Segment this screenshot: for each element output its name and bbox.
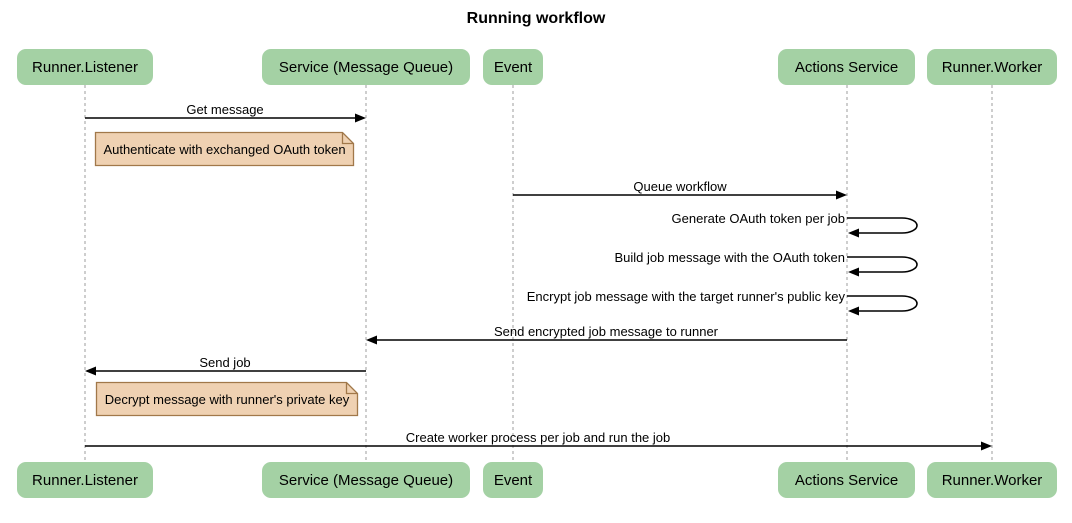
note-fold-icon — [341, 132, 354, 145]
actor-label: Service (Message Queue) — [278, 471, 454, 489]
actor-runner-worker-bottom: Runner.Worker — [927, 462, 1057, 498]
arrowhead-left-icon — [848, 306, 859, 316]
actor-runner-listener-bottom: Runner.Listener — [17, 462, 153, 498]
actor-service-mq-top: Service (Message Queue) — [262, 49, 470, 85]
message-label-encrypt-message: Encrypt job message with the target runn… — [526, 289, 845, 304]
self-loop-encrypt-message — [847, 295, 918, 312]
arrowhead-right-icon — [836, 190, 847, 200]
diagram-title: Running workflow — [466, 10, 606, 27]
note-decrypt: Decrypt message with runner's private ke… — [104, 391, 350, 407]
note-shape-authenticate — [94, 131, 355, 167]
arrowhead-left-icon — [848, 228, 859, 238]
message-label-create-worker: Create worker process per job and run th… — [405, 430, 671, 445]
actor-label: Service (Message Queue) — [278, 58, 454, 76]
actor-service-mq-bottom: Service (Message Queue) — [262, 462, 470, 498]
actor-actions-service-bottom: Actions Service — [778, 462, 915, 498]
actor-label: Actions Service — [794, 471, 899, 489]
actor-runner-worker-top: Runner.Worker — [927, 49, 1057, 85]
arrowhead-left-icon — [366, 335, 377, 345]
actor-actions-service-top: Actions Service — [778, 49, 915, 85]
note-authenticate: Authenticate with exchanged OAuth token — [103, 141, 346, 157]
actor-label: Runner.Worker — [941, 471, 1043, 489]
arrowhead-left-icon — [848, 267, 859, 277]
actor-label: Runner.Worker — [941, 58, 1043, 76]
self-loop-build-message — [847, 256, 918, 273]
message-label-build-message: Build job message with the OAuth token — [614, 250, 845, 265]
message-label-send-job: Send job — [199, 355, 251, 370]
arrowhead-right-icon — [981, 441, 992, 451]
message-label-send-encrypted: Send encrypted job message to runner — [493, 324, 719, 339]
actor-label: Runner.Listener — [32, 471, 138, 489]
message-label-generate-token: Generate OAuth token per job — [671, 211, 845, 226]
actor-label: Actions Service — [794, 58, 899, 76]
note-shape-decrypt — [95, 381, 359, 417]
note-fold-icon — [345, 382, 358, 395]
actor-event-top: Event — [483, 49, 543, 85]
actor-label: Event — [493, 471, 533, 489]
actor-label: Runner.Listener — [32, 58, 138, 76]
arrowhead-right-icon — [355, 113, 366, 123]
actor-label: Event — [493, 58, 533, 76]
actor-runner-listener-top: Runner.Listener — [17, 49, 153, 85]
message-label-get-message: Get message — [186, 102, 264, 117]
actor-event-bottom: Event — [483, 462, 543, 498]
arrowhead-left-icon — [85, 366, 96, 376]
self-loop-generate-token — [847, 217, 918, 234]
message-label-queue-workflow: Queue workflow — [633, 179, 727, 194]
